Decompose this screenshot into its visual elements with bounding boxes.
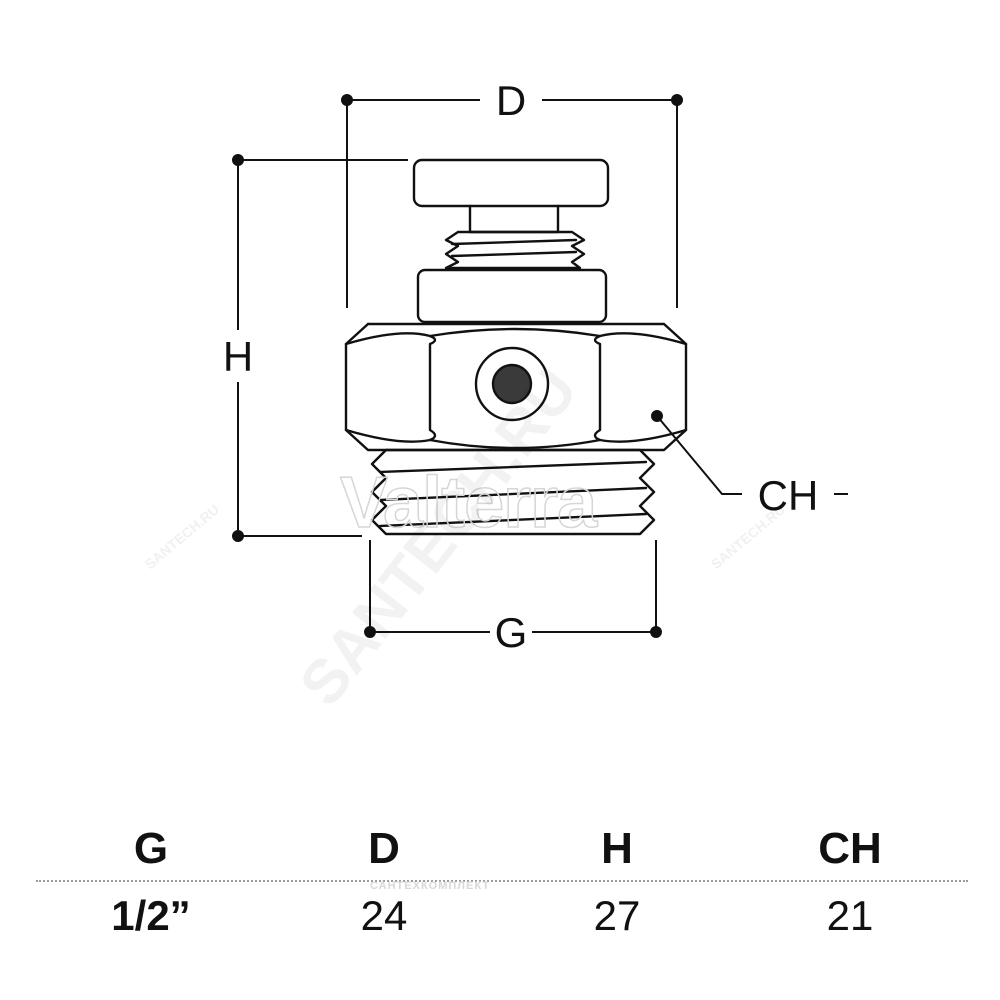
main-thread: [370, 448, 656, 536]
table-header-row: G D H CH: [36, 820, 968, 878]
dim-label-h: H: [223, 333, 253, 380]
header-h: H: [601, 824, 633, 873]
dim-label-g: G: [495, 609, 528, 656]
brand-watermark: Valterra: [340, 463, 598, 543]
dimension-table: G D H CH 1/2” 24 27 21: [36, 820, 968, 946]
table-row: 1/2” 24 27 21: [36, 886, 968, 946]
air-hole: [491, 363, 533, 405]
value-g: 1/2”: [111, 892, 191, 939]
air-hole-ring: [474, 346, 550, 422]
valve-neck: [468, 204, 560, 234]
valve-body: [416, 268, 608, 324]
value-ch: 21: [826, 892, 874, 939]
footer-watermark: САНТЕХКОМПЛЕКТ: [370, 880, 491, 892]
table-divider: [36, 880, 968, 882]
header-ch: CH: [818, 824, 882, 873]
site-watermark-left: SANTECH.RU: [142, 501, 223, 572]
value-d: 24: [360, 892, 408, 939]
dim-label-ch: CH: [758, 472, 819, 519]
header-d: D: [368, 824, 400, 873]
header-g: G: [133, 824, 169, 873]
valve-cap: [412, 158, 610, 208]
site-watermark-right: SANTECH.RU: [708, 501, 789, 572]
valve-small-thread: [444, 230, 586, 270]
dim-label-d: D: [496, 77, 526, 124]
value-h: 27: [593, 892, 641, 939]
